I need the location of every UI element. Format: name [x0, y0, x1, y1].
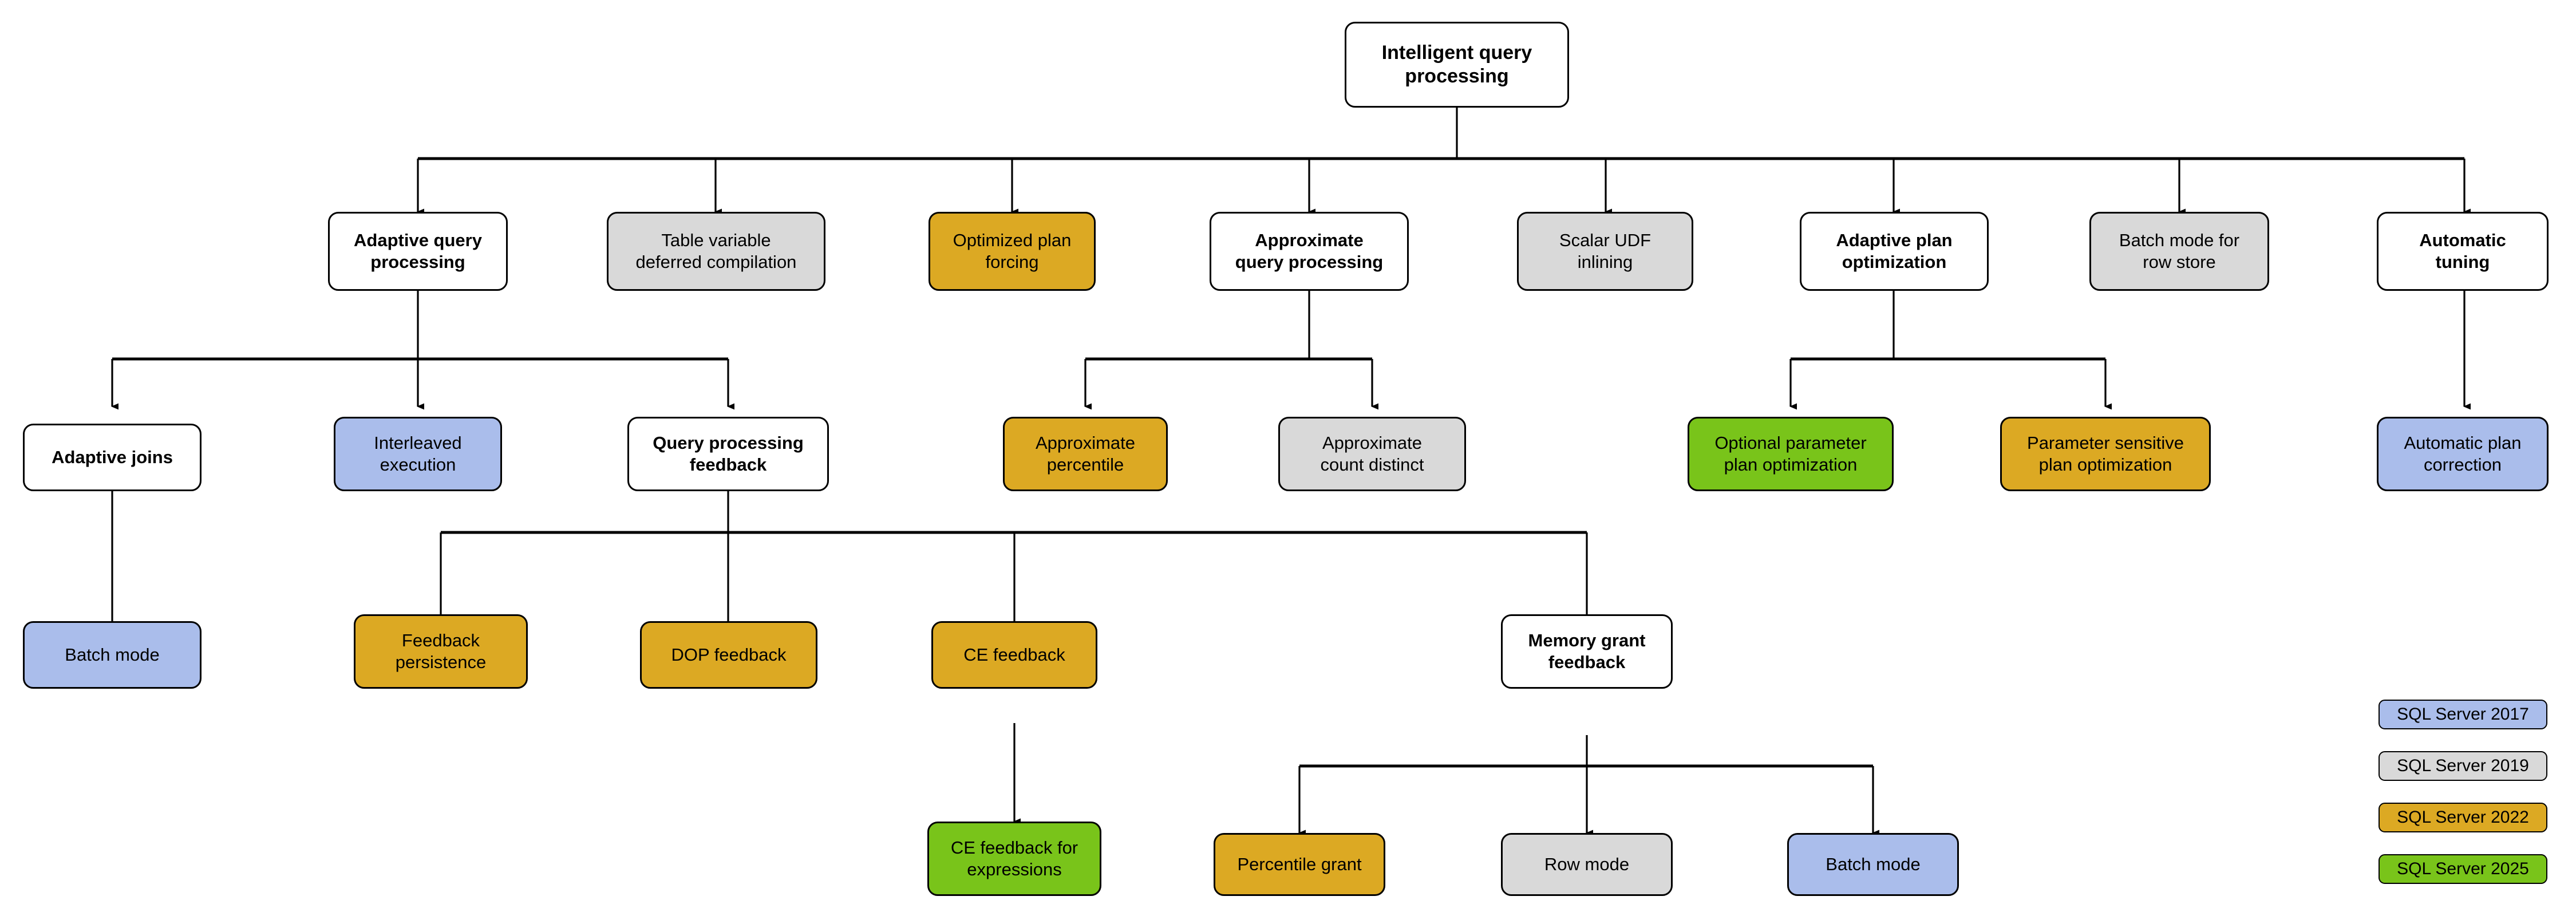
node-label: Table variable deferred compilation	[635, 230, 797, 272]
node-automatic-plan-correction[interactable]: Automatic plan correction	[2377, 417, 2549, 491]
legend-item-sql-server-2022[interactable]: SQL Server 2022	[2379, 803, 2547, 832]
node-label: Adaptive joins	[52, 447, 173, 468]
node-parameter-sensitive-plan-optimization[interactable]: Parameter sensitive plan optimization	[2000, 417, 2211, 491]
node-label: Intelligent query processing	[1381, 41, 1532, 87]
node-label: Batch mode for row store	[2119, 230, 2240, 272]
node-label: Row mode	[1544, 854, 1630, 875]
node-intelligent-query-processing[interactable]: Intelligent query processing	[1345, 22, 1569, 108]
node-label: Batch mode	[1826, 854, 1921, 875]
node-batch-mode-memory[interactable]: Batch mode	[1787, 833, 1959, 896]
node-ce-feedback[interactable]: CE feedback	[931, 621, 1097, 689]
node-adaptive-query-processing[interactable]: Adaptive query processing	[328, 212, 508, 291]
legend-item-sql-server-2019[interactable]: SQL Server 2019	[2379, 751, 2547, 781]
legend-item-sql-server-2025[interactable]: SQL Server 2025	[2379, 854, 2547, 884]
node-label: Batch mode	[65, 645, 160, 665]
node-label: Scalar UDF inlining	[1559, 230, 1652, 272]
legend-item-sql-server-2017[interactable]: SQL Server 2017	[2379, 700, 2547, 729]
node-label: DOP feedback	[671, 645, 787, 665]
node-label: Adaptive plan optimization	[1836, 230, 1953, 272]
node-ce-feedback-for-expressions[interactable]: CE feedback for expressions	[927, 822, 1101, 896]
node-label: CE feedback	[963, 645, 1065, 665]
node-approximate-count-distinct[interactable]: Approximate count distinct	[1278, 417, 1466, 491]
node-label: Approximate percentile	[1035, 433, 1136, 475]
node-label: Interleaved execution	[374, 433, 462, 475]
node-optional-parameter-plan-optimization[interactable]: Optional parameter plan optimization	[1688, 417, 1894, 491]
node-adaptive-joins[interactable]: Adaptive joins	[23, 424, 202, 491]
node-label: CE feedback for expressions	[950, 838, 1078, 879]
node-label: Optimized plan forcing	[953, 230, 1072, 272]
node-optimized-plan-forcing[interactable]: Optimized plan forcing	[929, 212, 1096, 291]
node-automatic-tuning[interactable]: Automatic tuning	[2377, 212, 2549, 291]
node-interleaved-execution[interactable]: Interleaved execution	[334, 417, 502, 491]
node-label: Percentile grant	[1237, 854, 1362, 875]
node-label: Optional parameter plan optimization	[1714, 433, 1867, 475]
node-feedback-persistence[interactable]: Feedback persistence	[354, 614, 528, 689]
legend-label: SQL Server 2019	[2397, 756, 2529, 775]
node-label: Query processing feedback	[653, 433, 804, 475]
node-label: Adaptive query processing	[354, 230, 482, 272]
node-batch-mode-adaptive[interactable]: Batch mode	[23, 621, 202, 689]
node-label: Automatic plan correction	[2404, 433, 2522, 475]
node-adaptive-plan-optimization[interactable]: Adaptive plan optimization	[1800, 212, 1989, 291]
legend-label: SQL Server 2017	[2397, 705, 2529, 724]
node-approximate-query-processing[interactable]: Approximate query processing	[1210, 212, 1409, 291]
node-row-mode[interactable]: Row mode	[1501, 833, 1673, 896]
node-scalar-udf-inlining[interactable]: Scalar UDF inlining	[1517, 212, 1693, 291]
node-batch-mode-for-row-store[interactable]: Batch mode for row store	[2089, 212, 2269, 291]
node-label: Memory grant feedback	[1528, 630, 1646, 672]
legend-label: SQL Server 2025	[2397, 859, 2529, 878]
legend-label: SQL Server 2022	[2397, 808, 2529, 827]
node-memory-grant-feedback[interactable]: Memory grant feedback	[1501, 614, 1673, 689]
node-label: Approximate count distinct	[1320, 433, 1424, 475]
node-label: Parameter sensitive plan optimization	[2027, 433, 2184, 475]
node-query-processing-feedback[interactable]: Query processing feedback	[627, 417, 829, 491]
node-label: Feedback persistence	[395, 630, 487, 672]
node-approximate-percentile[interactable]: Approximate percentile	[1003, 417, 1168, 491]
node-percentile-grant[interactable]: Percentile grant	[1214, 833, 1385, 896]
node-label: Approximate query processing	[1235, 230, 1384, 272]
node-label: Automatic tuning	[2419, 230, 2506, 272]
node-dop-feedback[interactable]: DOP feedback	[640, 621, 817, 689]
node-table-variable-deferred-compilation[interactable]: Table variable deferred compilation	[607, 212, 825, 291]
